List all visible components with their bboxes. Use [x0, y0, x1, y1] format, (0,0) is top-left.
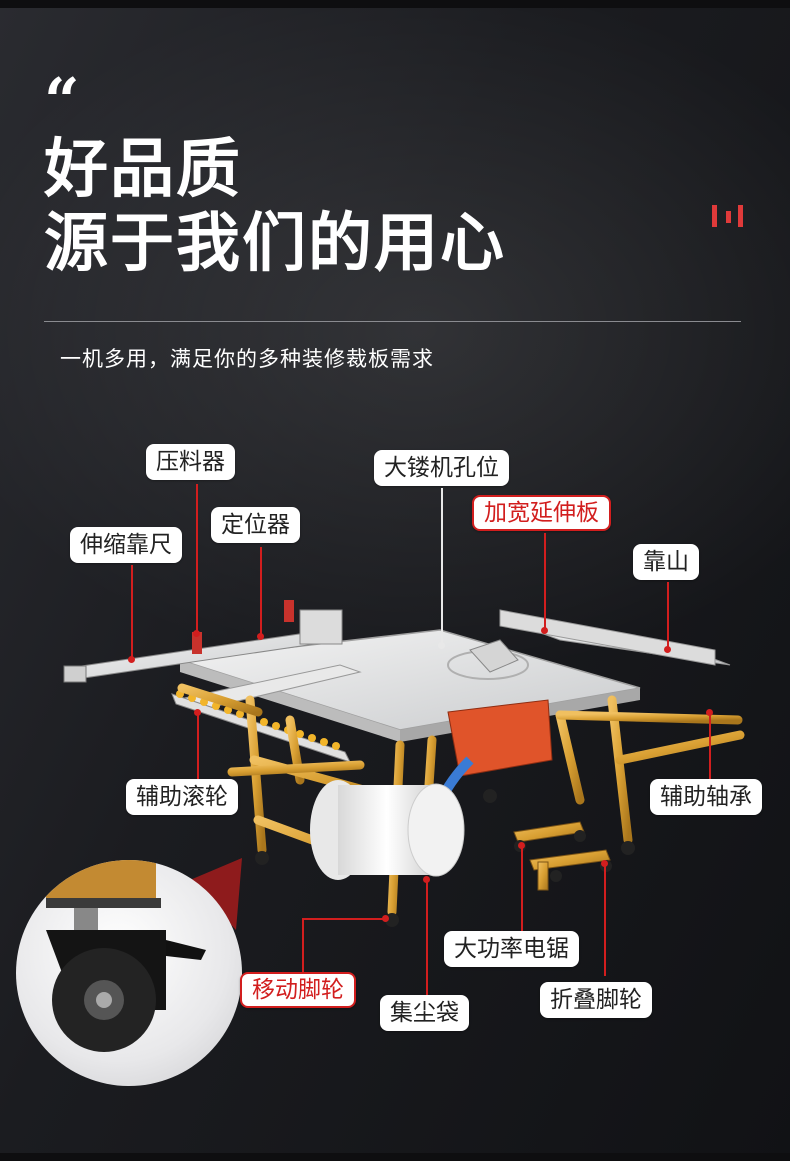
- pointer-line: [521, 846, 523, 931]
- pointer-dot: [601, 860, 608, 867]
- closing-quote-icon: [708, 205, 744, 231]
- pointer-dot: [128, 656, 135, 663]
- pointer-line: [131, 565, 133, 660]
- top-bar: [0, 0, 790, 8]
- label-pressing-device: 压料器: [146, 444, 235, 480]
- label-folding-casters: 折叠脚轮: [540, 982, 652, 1018]
- pointer-dot: [423, 876, 430, 883]
- subtitle: 一机多用，满足你的多种装修裁板需求: [60, 347, 434, 371]
- pointer-line: [302, 918, 386, 920]
- page-title-line1: 好品质: [44, 133, 242, 207]
- label-auxiliary-bearing: 辅助轴承: [650, 779, 762, 815]
- pointer-dot: [382, 915, 389, 922]
- pointer-dot: [193, 630, 200, 637]
- bottom-bar: [0, 1153, 790, 1161]
- pointer-dot: [541, 627, 548, 634]
- label-mobile-casters: 移动脚轮: [240, 972, 356, 1008]
- pointer-dot: [194, 709, 201, 716]
- page-title-line2: 源于我们的用心: [44, 207, 506, 281]
- label-auxiliary-rollers: 辅助滚轮: [126, 779, 238, 815]
- quote-mark: “: [44, 64, 80, 137]
- pointer-dot: [518, 842, 525, 849]
- pointer-line: [667, 582, 669, 650]
- label-dust-bag: 集尘袋: [380, 995, 469, 1031]
- caster-closeup: [16, 860, 242, 1086]
- label-extension-board: 加宽延伸板: [472, 495, 611, 531]
- pointer-dot: [664, 646, 671, 653]
- pointer-line: [302, 918, 304, 972]
- pointer-line: [426, 880, 428, 995]
- pointer-dot: [706, 709, 713, 716]
- label-telescopic-ruler: 伸缩靠尺: [70, 527, 182, 563]
- pointer-line: [197, 712, 199, 779]
- pointer-line: [604, 864, 606, 976]
- pointer-line: [196, 484, 198, 634]
- pointer-line: [544, 533, 546, 631]
- label-positioner: 定位器: [211, 507, 300, 543]
- pointer-line: [709, 712, 711, 779]
- label-high-power-saw: 大功率电锯: [444, 931, 579, 967]
- pointer-line: [260, 547, 262, 637]
- label-router-hole: 大镂机孔位: [374, 450, 509, 486]
- divider: [44, 321, 741, 322]
- pointer-dot: [438, 642, 445, 649]
- pointer-dot: [257, 633, 264, 640]
- label-fence: 靠山: [633, 544, 699, 580]
- pointer-line: [441, 488, 443, 646]
